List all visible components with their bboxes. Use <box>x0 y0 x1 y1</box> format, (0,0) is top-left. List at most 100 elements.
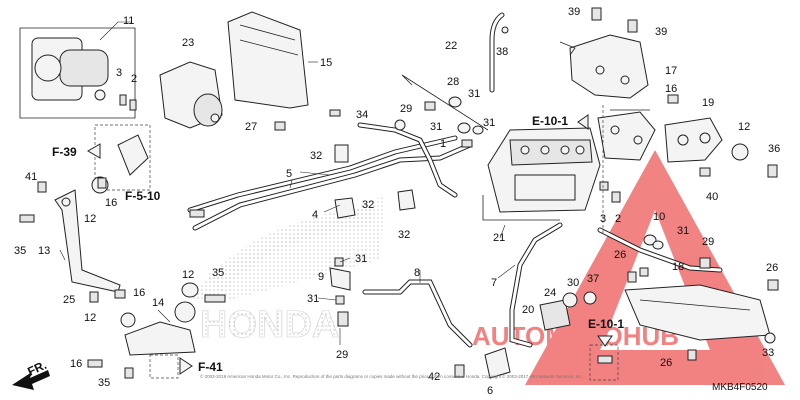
part-lower-right-bracket <box>539 284 776 344</box>
callout-24[interactable]: 24 <box>544 287 556 299</box>
ref-f510-label: F-5-10 <box>125 189 161 203</box>
part-17-bracket <box>559 7 649 99</box>
part-22-hose <box>489 12 509 93</box>
callout-17[interactable]: 17 <box>665 65 677 77</box>
callout-32a[interactable]: 32 <box>310 150 322 162</box>
callout-31b[interactable]: 31 <box>430 121 442 133</box>
callout-31d[interactable]: 31 <box>677 225 689 237</box>
honda-watermark: HONDA <box>190 195 385 346</box>
callout-35b[interactable]: 35 <box>212 267 224 279</box>
callout-16d[interactable]: 16 <box>70 358 82 370</box>
callout-28[interactable]: 28 <box>447 76 459 88</box>
callout-9[interactable]: 9 <box>318 271 324 283</box>
callout-41[interactable]: 41 <box>25 171 37 183</box>
callout-14[interactable]: 14 <box>152 297 164 309</box>
callout-20[interactable]: 20 <box>522 304 534 316</box>
callout-31e[interactable]: 31 <box>355 253 367 265</box>
part-21-abs-modulator <box>401 74 601 221</box>
ref-f41[interactable]: F-41 <box>179 357 223 375</box>
callout-11[interactable]: 11 <box>123 15 134 27</box>
callout-30[interactable]: 30 <box>567 277 579 289</box>
callout-29a[interactable]: 29 <box>400 103 412 115</box>
callout-33[interactable]: 33 <box>762 347 774 359</box>
arrow-left-icon <box>577 114 589 130</box>
ref-boxes <box>149 105 619 381</box>
part-14-bracket <box>120 282 199 356</box>
part-8-brake-pipe <box>362 279 473 348</box>
arrow-right-icon <box>179 357 193 375</box>
ref-f510[interactable]: F-5-10 <box>125 189 161 203</box>
ref-f39-label: F-39 <box>52 145 77 159</box>
callout-12d[interactable]: 12 <box>84 312 96 324</box>
callout-19[interactable]: 19 <box>702 97 714 109</box>
ref-e101-top[interactable]: E-10-1 <box>532 114 589 130</box>
callout-21[interactable]: 21 <box>493 232 505 244</box>
callout-40[interactable]: 40 <box>706 191 718 203</box>
callout-36[interactable]: 36 <box>768 143 780 155</box>
ref-e101-bottom[interactable]: E-10-1 <box>588 317 624 347</box>
callout-31f[interactable]: 31 <box>307 293 319 305</box>
ref-f41-label: F-41 <box>198 360 223 374</box>
callout-27[interactable]: 27 <box>245 121 257 133</box>
callout-13[interactable]: 13 <box>38 245 50 257</box>
diagram-code: MKB4F0520 <box>712 382 768 393</box>
callout-12a[interactable]: 12 <box>738 121 750 133</box>
part-6-joint <box>329 267 511 379</box>
callout-29c[interactable]: 29 <box>336 349 348 361</box>
callout-26b[interactable]: 26 <box>766 262 778 274</box>
callout-22[interactable]: 22 <box>445 40 457 52</box>
part-13-stay <box>54 124 151 293</box>
callout-2[interactable]: 2 <box>131 73 137 85</box>
callout-39b[interactable]: 39 <box>655 26 667 38</box>
part-32-clamps <box>334 144 416 219</box>
callouts: 11 3 2 23 15 34 27 22 38 39 39 17 28 29 … <box>14 6 780 397</box>
callout-31c[interactable]: 31 <box>483 117 495 129</box>
arrow-down-icon <box>597 335 613 347</box>
callout-25[interactable]: 25 <box>63 294 75 306</box>
part-20-brake-pipe <box>597 227 723 273</box>
callout-16c[interactable]: 16 <box>133 287 145 299</box>
callout-34[interactable]: 34 <box>356 109 368 121</box>
callout-1[interactable]: 1 <box>440 138 446 150</box>
callout-12c[interactable]: 12 <box>182 269 194 281</box>
callout-42[interactable]: 42 <box>428 371 440 383</box>
callout-3[interactable]: 3 <box>116 67 122 79</box>
callout-37[interactable]: 37 <box>587 273 599 285</box>
part-5-brake-pipe <box>187 122 473 231</box>
callout-2b[interactable]: 2 <box>615 213 621 225</box>
part-11-actuator-box <box>19 21 136 119</box>
callout-32b[interactable]: 32 <box>362 199 374 211</box>
callout-10[interactable]: 10 <box>653 211 665 223</box>
callout-4[interactable]: 4 <box>312 209 318 221</box>
callout-15[interactable]: 15 <box>320 57 332 69</box>
part-15-cover <box>227 11 318 109</box>
ref-f39[interactable]: F-39 <box>52 143 101 159</box>
callout-26c[interactable]: 26 <box>660 357 672 369</box>
callout-26a[interactable]: 26 <box>614 249 626 261</box>
copyright-text: © 2003-2019 American Honda Motor Co., In… <box>200 373 583 379</box>
callout-16b[interactable]: 16 <box>105 197 117 209</box>
callout-38[interactable]: 38 <box>496 46 508 58</box>
callout-35c[interactable]: 35 <box>98 377 110 389</box>
callout-6[interactable]: 6 <box>487 385 493 397</box>
part-7-brake-pipe <box>509 222 563 348</box>
ref-front: FR. <box>12 358 50 390</box>
fasteners <box>19 94 779 379</box>
callout-5[interactable]: 5 <box>286 168 292 180</box>
front-arrow-icon <box>12 370 50 390</box>
callout-39a[interactable]: 39 <box>568 6 580 18</box>
callout-12b[interactable]: 12 <box>84 213 96 225</box>
callout-7[interactable]: 7 <box>491 277 497 289</box>
callout-23[interactable]: 23 <box>182 37 194 49</box>
callout-3b[interactable]: 3 <box>600 213 606 225</box>
callout-18[interactable]: 18 <box>672 261 684 273</box>
callout-29b[interactable]: 29 <box>702 236 714 248</box>
callout-35a[interactable]: 35 <box>14 245 26 257</box>
callout-31a[interactable]: 31 <box>468 88 480 100</box>
callout-32c[interactable]: 32 <box>398 229 410 241</box>
arrow-left-icon <box>87 143 101 159</box>
callout-8[interactable]: 8 <box>414 267 420 279</box>
callout-16a[interactable]: 16 <box>665 83 677 95</box>
leaders <box>59 171 516 345</box>
